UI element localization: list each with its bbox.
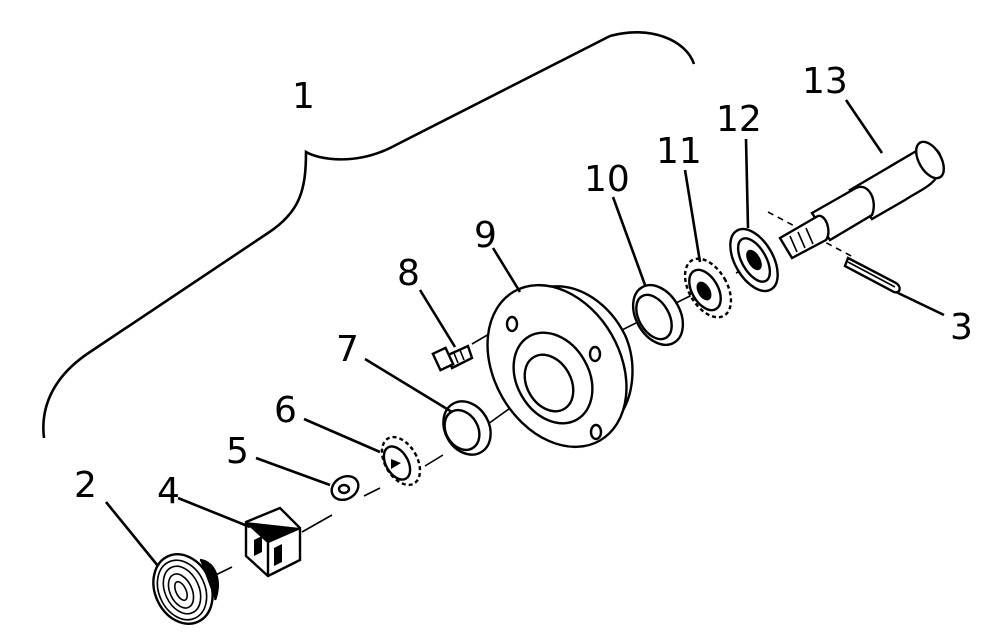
wheel-bolt xyxy=(431,344,474,372)
callout-7: 7 xyxy=(336,329,359,370)
leader-lines xyxy=(104,99,945,567)
callout-11: 11 xyxy=(656,131,702,172)
leader-2 xyxy=(104,501,160,567)
leader-10 xyxy=(611,196,647,286)
callout-10: 10 xyxy=(584,159,630,200)
outer-bearing-cup xyxy=(442,400,492,456)
castle-nut xyxy=(244,506,302,578)
leader-8 xyxy=(418,289,457,348)
leader-7 xyxy=(364,357,453,414)
callout-6: 6 xyxy=(274,390,297,431)
callout-8: 8 xyxy=(397,253,420,294)
leader-9 xyxy=(491,247,522,293)
callout-13: 13 xyxy=(802,61,848,102)
callouts: 1 2 3 4 5 6 7 8 9 10 11 12 13 xyxy=(74,61,973,512)
cotter-pin xyxy=(843,256,901,294)
callout-5: 5 xyxy=(226,431,249,472)
callout-4: 4 xyxy=(157,471,180,512)
callout-12: 12 xyxy=(716,99,762,140)
assembly-brace xyxy=(42,31,696,439)
dust-cap xyxy=(152,553,219,625)
inner-bearing-cup xyxy=(631,283,685,347)
leader-6 xyxy=(303,417,381,454)
callout-3: 3 xyxy=(950,307,973,348)
leader-4 xyxy=(177,496,251,529)
hub xyxy=(486,283,634,449)
outer-bearing-cone xyxy=(380,435,422,487)
leader-3 xyxy=(895,290,945,317)
leader-13 xyxy=(844,99,884,154)
leader-12 xyxy=(744,138,750,229)
inner-bearing-cone xyxy=(683,257,733,319)
callout-1: 1 xyxy=(292,76,315,117)
leader-11 xyxy=(683,169,702,263)
leader-5 xyxy=(255,456,331,487)
callout-2: 2 xyxy=(74,465,97,506)
spindle xyxy=(778,140,946,260)
callout-9: 9 xyxy=(474,215,497,256)
washer xyxy=(330,474,360,502)
seal xyxy=(729,227,779,293)
